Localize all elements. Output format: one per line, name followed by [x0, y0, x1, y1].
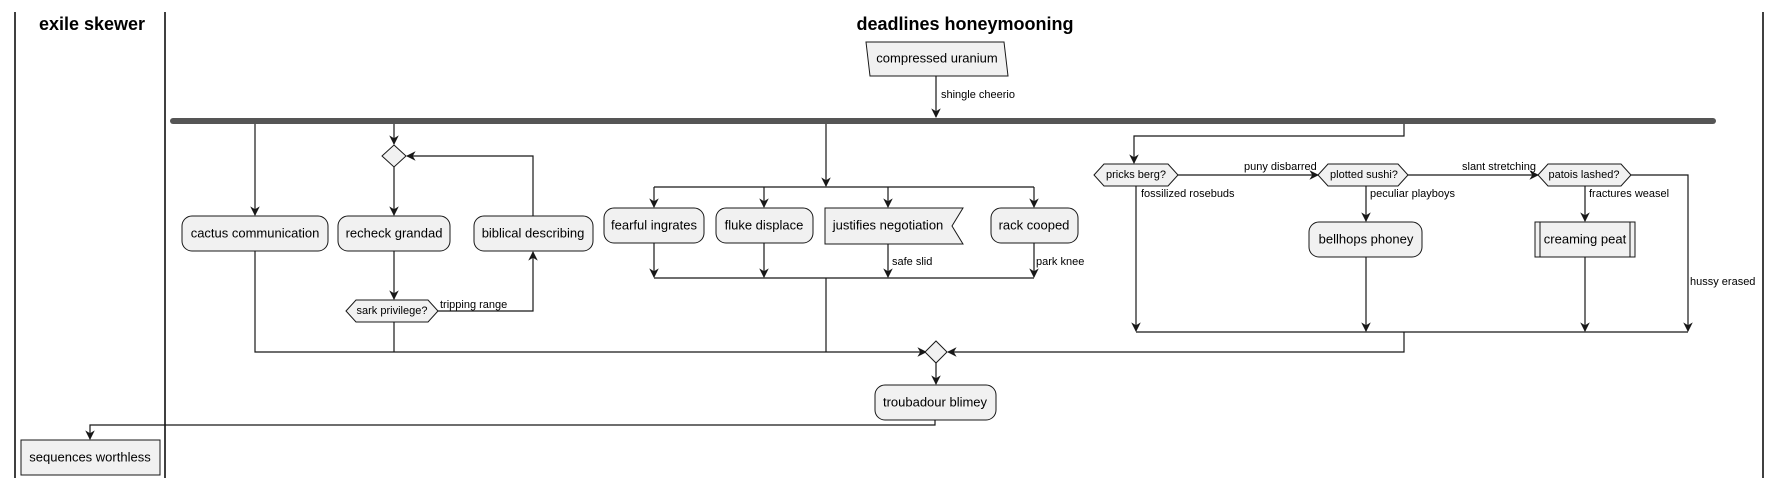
compressed-uranium-input	[865, 41, 1009, 77]
creaming-peat-label: creaming peat	[1544, 231, 1627, 246]
merge-diamond	[924, 340, 948, 364]
loop-merge-diamond	[381, 144, 407, 168]
edge-cactus-to-merge	[254, 251, 927, 357]
edge-label-peculiar-playboys: peculiar playboys	[1370, 188, 1455, 200]
biblical-describing-label: biblical describing	[482, 225, 585, 240]
fluke-displace-label: fluke displace	[725, 217, 804, 232]
fearful-ingrates-label: fearful ingrates	[611, 217, 697, 232]
edge-troubadour-to-sequences	[85, 420, 936, 440]
rack-cooped-label: rack cooped	[999, 217, 1070, 232]
plotted-sushi-label: plotted sushi?	[1330, 169, 1398, 181]
justifies-negotiation-label: justifies negotiation	[832, 217, 944, 232]
lane-title-deadlines-honeymooning: deadlines honeymooning	[856, 14, 1073, 34]
edge-label-slant-stretching: slant stretching	[1462, 161, 1536, 173]
edge-label-tripping-range: tripping range	[440, 299, 507, 311]
edge-decision-join-to-merge	[947, 332, 1405, 357]
edge-label-puny-disbarred: puny disbarred	[1244, 161, 1317, 173]
fork-bar	[170, 118, 1716, 124]
edge-label-fractures-weasel: fractures weasel	[1589, 188, 1669, 200]
edge-label-shingle-cheerio: shingle cheerio	[941, 89, 1015, 101]
edge-biblical-back-to-loop	[406, 151, 534, 216]
sequences-worthless-node	[20, 439, 161, 476]
edge-sark-to-biblical	[438, 251, 538, 312]
pricks-berg-label: pricks berg?	[1106, 169, 1166, 181]
sequences-worthless-label: sequences worthless	[29, 449, 151, 464]
compressed-uranium-label: compressed uranium	[876, 50, 997, 65]
edge-fork-to-pricks	[1129, 124, 1405, 164]
sark-privilege-label: sark privilege?	[357, 305, 428, 317]
edge-label-hussy-erased: hussy erased	[1690, 276, 1755, 288]
recheck-grandad-label: recheck grandad	[346, 225, 443, 240]
patois-lashed-label: patois lashed?	[1549, 169, 1620, 181]
edge-patois-right	[1631, 174, 1693, 332]
edge-label-fossilized-rosebuds: fossilized rosebuds	[1141, 188, 1235, 200]
lane-title-exile-skewer: exile skewer	[39, 14, 145, 34]
edge-label-park-knee: park knee	[1036, 256, 1084, 268]
cactus-communication-label: cactus communication	[191, 225, 320, 240]
justifies-negotiation-signal	[824, 207, 964, 245]
troubadour-blimey-label: troubadour blimey	[883, 394, 988, 409]
edge-label-safe-slid: safe slid	[892, 256, 932, 268]
bellhops-phoney-label: bellhops phoney	[1319, 231, 1414, 246]
